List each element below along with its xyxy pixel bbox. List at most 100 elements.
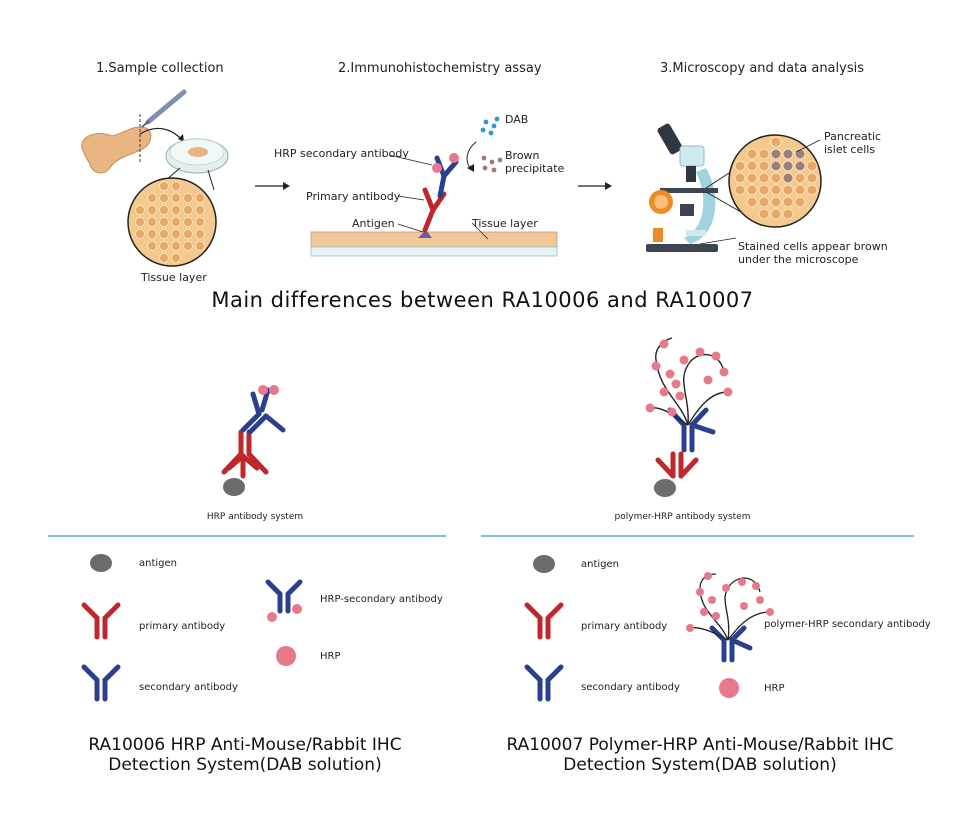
cell-dot bbox=[659, 387, 669, 397]
cell-dot bbox=[758, 148, 770, 160]
step1-title: 1.Sample collection bbox=[96, 61, 224, 76]
divider-left bbox=[48, 535, 446, 537]
cell-dot bbox=[147, 229, 157, 239]
kit-title-ra10007: RA10007 Polymer-HRP Anti-Mouse/Rabbit IH… bbox=[485, 735, 915, 775]
cell-dot bbox=[703, 375, 713, 385]
cell-dot bbox=[758, 196, 770, 208]
legend-polymer-hrp-secondary-label: polymer-HRP secondary antibody bbox=[764, 619, 931, 630]
legend-hrp-label: HRP bbox=[764, 683, 785, 694]
cell-dot bbox=[171, 205, 181, 215]
cell-dot bbox=[770, 196, 782, 208]
cell-dot bbox=[758, 208, 770, 220]
legend-primary-label: primary antibody bbox=[581, 621, 668, 632]
divider-right bbox=[481, 535, 914, 537]
cell-dot bbox=[734, 160, 746, 172]
cell-dot bbox=[171, 229, 181, 239]
primary-antibody-label: Primary antibody bbox=[306, 190, 401, 203]
cell-dot bbox=[195, 205, 205, 215]
cell-dot bbox=[770, 160, 782, 172]
leader-line bbox=[795, 139, 821, 153]
cell-dot bbox=[770, 136, 782, 148]
cell-dot bbox=[147, 205, 157, 215]
legend-secondary-antibody-icon bbox=[81, 664, 121, 702]
legend-antigen-label: antigen bbox=[581, 559, 620, 570]
cell-dot bbox=[171, 181, 181, 191]
cell-dot bbox=[171, 241, 181, 251]
cell-dot bbox=[756, 596, 764, 604]
pancreatic-label-1: Pancreatic bbox=[824, 130, 882, 143]
cell-dot bbox=[752, 582, 760, 590]
legend-hrp-label: HRP bbox=[320, 651, 341, 662]
hrp-icon bbox=[258, 385, 268, 395]
pancreatic-label-2: islet cells bbox=[824, 143, 876, 156]
cell-dot bbox=[711, 351, 721, 361]
cell-dot bbox=[746, 160, 758, 172]
cell-dot bbox=[195, 241, 205, 251]
dab-dots bbox=[480, 116, 500, 136]
stained-label-1: Stained cells appear brown bbox=[738, 240, 888, 253]
cell-dot bbox=[770, 148, 782, 160]
cell-dot bbox=[135, 229, 145, 239]
cell-dot bbox=[746, 184, 758, 196]
cell-dot bbox=[806, 184, 818, 196]
cell-dot bbox=[740, 602, 748, 610]
cell-dot bbox=[671, 379, 681, 389]
cell-dot bbox=[794, 172, 806, 184]
legend-antigen-icon bbox=[90, 554, 112, 572]
cell-dot bbox=[704, 572, 712, 580]
cell-dot bbox=[171, 193, 181, 203]
dab-label: DAB bbox=[505, 113, 529, 126]
kit-title-line1: RA10007 Polymer-HRP Anti-Mouse/Rabbit IH… bbox=[506, 735, 894, 755]
brown-label-1: Brown bbox=[505, 149, 540, 162]
cell-dot bbox=[782, 160, 794, 172]
kit-title-line2: Detection System(DAB solution) bbox=[563, 755, 837, 775]
cell-dot bbox=[696, 588, 704, 596]
slide-icon bbox=[310, 231, 558, 257]
legend-primary-label: primary antibody bbox=[139, 621, 226, 632]
cell-dot bbox=[758, 160, 770, 172]
tissue-layer-label: Tissue layer bbox=[141, 271, 207, 284]
cell-dot bbox=[738, 578, 746, 586]
antigen-marker bbox=[418, 230, 432, 238]
cell-dot bbox=[770, 208, 782, 220]
cell-dot bbox=[135, 217, 145, 227]
legend-secondary-label: secondary antibody bbox=[139, 682, 238, 693]
cell-dot bbox=[183, 229, 193, 239]
leader-line bbox=[388, 154, 433, 166]
cell-dot bbox=[766, 608, 774, 616]
cell-dot bbox=[183, 217, 193, 227]
cell-dot bbox=[159, 229, 169, 239]
cell-dot bbox=[659, 339, 669, 349]
cell-dot bbox=[712, 612, 720, 620]
cell-dot bbox=[686, 624, 694, 632]
hrp-dot bbox=[449, 153, 459, 163]
step3-title: 3.Microscopy and data analysis bbox=[660, 61, 864, 76]
cell-dot bbox=[770, 184, 782, 196]
leader-line bbox=[397, 195, 425, 201]
legend-primary-antibody-icon bbox=[81, 602, 121, 640]
cell-dot bbox=[746, 148, 758, 160]
hrp-antibody-system-diagram bbox=[221, 385, 286, 496]
stained-tissue-circle bbox=[728, 134, 822, 228]
cell-dot bbox=[159, 217, 169, 227]
legend-hrp-secondary-label: HRP-secondary antibody bbox=[320, 594, 443, 605]
leader-line bbox=[699, 237, 737, 245]
cell-dot bbox=[159, 253, 169, 263]
cell-dot bbox=[734, 172, 746, 184]
legend-hrp-secondary-antibody-icon bbox=[265, 579, 303, 614]
cell-dot bbox=[183, 205, 193, 215]
cell-dot bbox=[147, 241, 157, 251]
cell-dot bbox=[806, 172, 818, 184]
cell-dot bbox=[722, 584, 730, 592]
hrp-system-label: HRP antibody system bbox=[206, 512, 304, 522]
cell-dot bbox=[794, 184, 806, 196]
cell-dot bbox=[679, 355, 689, 365]
polymer-hrp-antibody-system-diagram bbox=[645, 337, 733, 497]
cell-dot bbox=[782, 196, 794, 208]
primary-antibody-icon bbox=[655, 451, 699, 479]
brown-label-2: precipitate bbox=[505, 162, 565, 175]
